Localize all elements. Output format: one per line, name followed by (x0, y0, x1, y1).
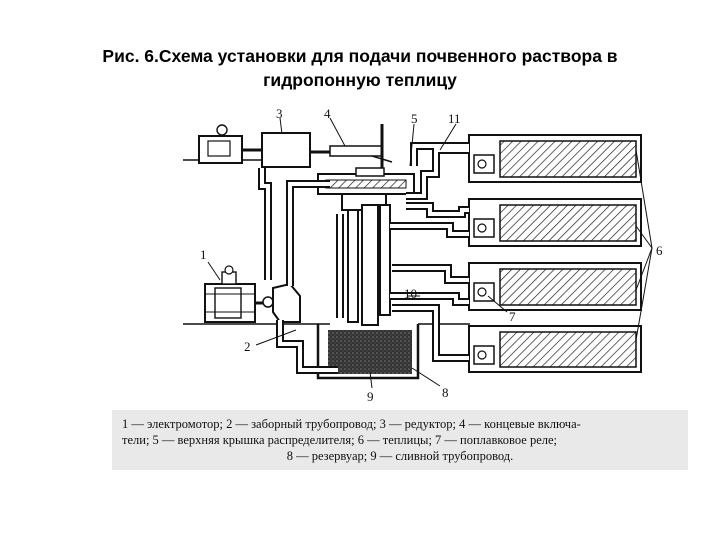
number-labels: 1 2 3 4 5 6 7 8 9 10 11 (200, 106, 663, 404)
reservoir (316, 324, 420, 380)
figure-title: Рис. 6.Схема установки для подачи почвен… (0, 44, 720, 92)
caption-line-3: 8 — резервуар; 9 — сливной трубопровод. (286, 449, 514, 463)
label-1: 1 (200, 247, 207, 262)
label-2: 2 (244, 339, 251, 354)
label-3: 3 (276, 106, 283, 121)
label-8: 8 (442, 385, 449, 400)
label-10: 10 (404, 286, 417, 301)
leader-lines (207, 117, 653, 389)
label-6: 6 (656, 243, 663, 258)
caption-line-2: тели; 5 — верхняя крышка распределителя;… (122, 433, 557, 447)
greenhouse-3 (468, 262, 642, 311)
electric-motor (204, 265, 274, 323)
label-11: 11 (448, 111, 461, 126)
reducer-assembly (198, 124, 393, 170)
greenhouse-4 (468, 325, 642, 373)
caption-line-1: 1 — электромотор; 2 — заборный трубопров… (122, 417, 581, 431)
greenhouse-1 (468, 134, 642, 183)
label-7: 7 (509, 309, 516, 324)
figure-caption: 1 — электромотор; 2 — заборный трубопров… (112, 410, 688, 470)
distributor (317, 167, 415, 326)
figure-title-line-1: Рис. 6.Схема установки для подачи почвен… (102, 46, 618, 66)
greenhouse-2 (468, 198, 642, 247)
figure-title-line-2: гидропонную теплицу (263, 70, 457, 90)
pipelines (258, 142, 469, 374)
label-4: 4 (324, 106, 331, 121)
label-9: 9 (367, 389, 374, 404)
label-5: 5 (411, 111, 418, 126)
pump (272, 282, 301, 323)
